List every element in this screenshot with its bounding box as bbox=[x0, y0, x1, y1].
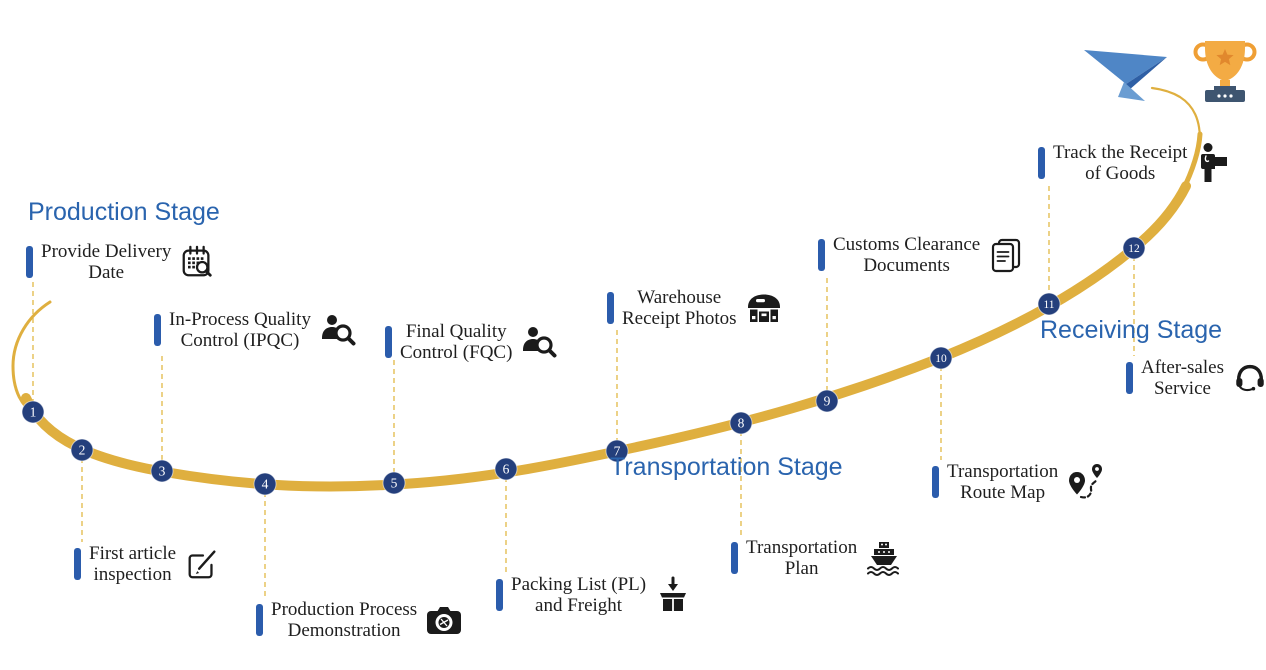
milestone-label: First article inspection bbox=[89, 543, 176, 585]
calendar-search-icon bbox=[182, 245, 213, 277]
milestone-label-line2: of Goods bbox=[1085, 163, 1156, 184]
milestone-5-fqc: Final Quality Control (FQC) bbox=[385, 321, 558, 363]
person-magnifier-icon bbox=[321, 315, 356, 346]
milestone-10-transportation-route-map: Transportation Route Map bbox=[932, 461, 1106, 503]
milestone-label-line1: Final Quality bbox=[405, 321, 507, 342]
node-number: 1 bbox=[30, 405, 37, 420]
node-number: 6 bbox=[503, 462, 510, 477]
milestone-4-production-process-demonstration: Production Process Demonstration bbox=[256, 599, 463, 641]
milestone-label: Customs Clearance Documents bbox=[833, 234, 980, 276]
milestone-label-line2: Plan bbox=[784, 558, 819, 579]
person-magnifier-icon bbox=[523, 327, 557, 358]
milestone-label-line2: Service bbox=[1153, 378, 1211, 399]
milestone-6-packing-list-freight: Packing List (PL) and Freight bbox=[496, 574, 692, 616]
node-number: 10 bbox=[935, 353, 947, 365]
milestone-marker bbox=[607, 292, 614, 324]
milestone-marker bbox=[74, 548, 81, 580]
milestone-label-line2: Documents bbox=[863, 255, 950, 276]
person-package-icon bbox=[1201, 143, 1228, 182]
milestone-9-customs-clearance-documents: Customs Clearance Documents bbox=[818, 234, 1024, 276]
node-number: 7 bbox=[614, 444, 621, 459]
milestone-2-first-article-inspection: First article inspection bbox=[74, 543, 220, 585]
node-number: 3 bbox=[159, 464, 166, 479]
timeline-nodes: 1 2 3 4 5 6 7 8 9 10 11 12 bbox=[21, 236, 1146, 496]
milestone-label-line1: Track the Receipt bbox=[1053, 142, 1188, 163]
node-number: 2 bbox=[79, 443, 86, 458]
node-number: 11 bbox=[1043, 299, 1054, 311]
milestone-label-line1: Packing List (PL) bbox=[511, 574, 647, 595]
milestone-label-line1: In-Process Quality bbox=[169, 309, 311, 330]
milestone-marker bbox=[818, 239, 825, 271]
packing-box-icon bbox=[660, 576, 687, 611]
node-number: 8 bbox=[738, 416, 745, 431]
milestone-label-line1: Warehouse bbox=[637, 287, 722, 308]
milestone-1-provide-delivery-date: Provide Delivery Date bbox=[26, 241, 215, 283]
node-number: 4 bbox=[262, 477, 269, 492]
milestone-marker bbox=[1038, 147, 1045, 179]
headset-icon bbox=[1236, 364, 1264, 392]
milestone-marker bbox=[256, 604, 263, 636]
milestone-label: After-sales Service bbox=[1141, 357, 1224, 399]
milestone-label-line2: and Freight bbox=[535, 595, 623, 616]
milestone-label-line2: Date bbox=[88, 262, 125, 283]
pencil-square-icon bbox=[188, 550, 216, 579]
warehouse-icon bbox=[747, 294, 780, 322]
milestone-label-line1: Production Process bbox=[271, 599, 418, 620]
documents-icon bbox=[992, 238, 1021, 273]
node-number: 9 bbox=[824, 394, 831, 409]
milestone-label-line1: Transportation bbox=[746, 537, 858, 558]
cargo-ship-icon bbox=[867, 542, 900, 576]
milestone-7-warehouse-receipt-photos: Warehouse Receipt Photos bbox=[607, 287, 783, 329]
milestone-marker bbox=[385, 326, 392, 358]
milestone-label: Final Quality Control (FQC) bbox=[400, 321, 512, 363]
camera-icon bbox=[427, 607, 462, 634]
milestone-label: Warehouse Receipt Photos bbox=[622, 287, 737, 329]
dashed-connectors bbox=[32, 186, 1135, 598]
milestone-12-after-sales-service: After-sales Service bbox=[1126, 357, 1266, 399]
milestone-label: Packing List (PL) and Freight bbox=[511, 574, 646, 616]
milestone-label: Track the Receipt of Goods bbox=[1053, 142, 1187, 184]
milestone-label: Production Process Demonstration bbox=[271, 599, 417, 641]
stage-heading-production: Production Stage bbox=[28, 198, 220, 226]
trophy-icon bbox=[1193, 41, 1257, 102]
milestone-label: Transportation Plan bbox=[746, 537, 857, 579]
milestone-label-line2: Control (FQC) bbox=[400, 342, 513, 363]
stage-heading-receiving: Receiving Stage bbox=[1040, 316, 1223, 344]
stage-heading-transportation: Transportation Stage bbox=[610, 453, 843, 481]
node-number: 12 bbox=[1128, 243, 1140, 255]
milestone-label-line2: inspection bbox=[93, 564, 172, 585]
milestone-marker bbox=[154, 314, 161, 346]
milestone-label-line1: First article bbox=[89, 543, 177, 564]
milestone-marker bbox=[496, 579, 503, 611]
milestone-label-line1: Transportation bbox=[947, 461, 1059, 482]
milestone-marker bbox=[1126, 362, 1133, 394]
milestone-label-line2: Receipt Photos bbox=[622, 308, 737, 329]
milestone-label: Provide Delivery Date bbox=[41, 241, 171, 283]
milestone-label-line2: Route Map bbox=[960, 482, 1046, 503]
milestone-marker bbox=[932, 466, 939, 498]
milestone-label-line1: Customs Clearance bbox=[833, 234, 981, 255]
milestone-label-line1: After-sales bbox=[1141, 357, 1224, 378]
milestone-label-line2: Demonstration bbox=[287, 620, 401, 641]
milestone-11-track-receipt-of-goods: Track the Receipt of Goods bbox=[1038, 142, 1229, 184]
milestone-label-line2: Control (IPQC) bbox=[180, 330, 300, 351]
milestone-8-transportation-plan: Transportation Plan bbox=[731, 537, 903, 579]
milestone-label: In-Process Quality Control (IPQC) bbox=[169, 309, 311, 351]
node-number: 5 bbox=[391, 476, 398, 491]
milestone-marker bbox=[26, 246, 33, 278]
milestone-3-ipqc: In-Process Quality Control (IPQC) bbox=[154, 309, 357, 351]
milestone-marker bbox=[731, 542, 738, 574]
milestone-label: Transportation Route Map bbox=[947, 461, 1058, 503]
paper-plane-icon bbox=[1084, 50, 1167, 101]
milestone-label-line1: Provide Delivery bbox=[41, 241, 172, 262]
route-map-icon bbox=[1069, 464, 1103, 499]
